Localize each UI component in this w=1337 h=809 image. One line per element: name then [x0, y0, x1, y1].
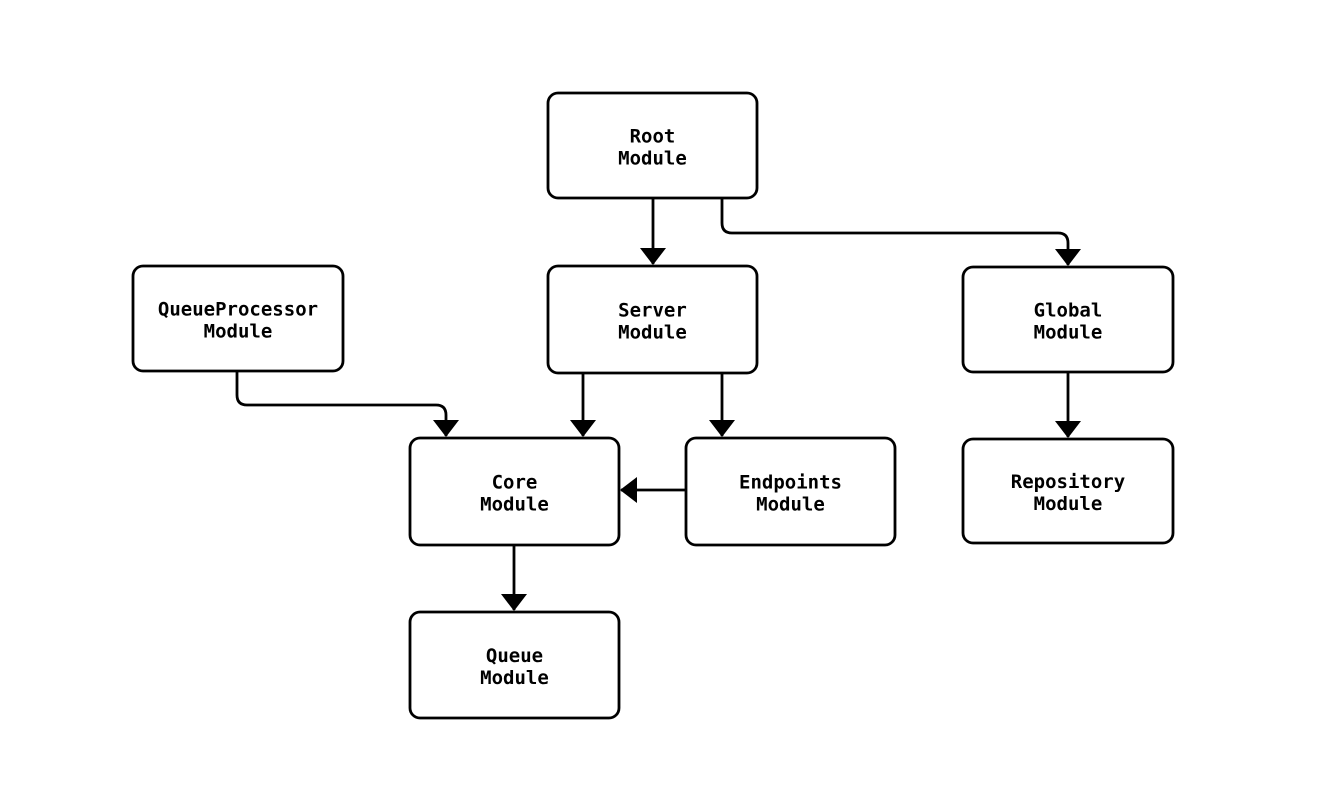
node-label-line-1: Repository: [1011, 471, 1125, 493]
node-label-line-1: Queue: [486, 645, 543, 667]
node-box: [408, 610, 621, 720]
node-label-line-1: Server: [618, 300, 687, 322]
node-box: [961, 265, 1175, 374]
node-label-line-2: Module: [480, 494, 549, 516]
node-box: [684, 436, 897, 547]
node-label-line-2: Module: [480, 667, 549, 689]
node-label-line-1: Endpoints: [739, 472, 842, 494]
node-label-line-2: Module: [618, 148, 687, 170]
node-label-line-2: Module: [204, 321, 273, 343]
node-box: [961, 437, 1175, 545]
node-label-line-1: Core: [492, 472, 538, 494]
node-label-line-2: Module: [618, 322, 687, 344]
node-label-line-2: Module: [1034, 493, 1103, 515]
edge-queueprocessor-to-core: [235, 371, 459, 437]
node-label-line-1: QueueProcessor: [158, 299, 318, 321]
node-box: [546, 264, 759, 375]
node-box: [546, 91, 759, 200]
node-box: [131, 264, 345, 373]
node-label-line-1: Root: [630, 126, 676, 148]
node-label-line-1: Global: [1034, 300, 1103, 322]
node-label-line-2: Module: [1034, 322, 1103, 344]
node-box: [408, 436, 621, 547]
edge-root-to-global: [720, 198, 1081, 266]
node-label-line-2: Module: [756, 494, 825, 516]
